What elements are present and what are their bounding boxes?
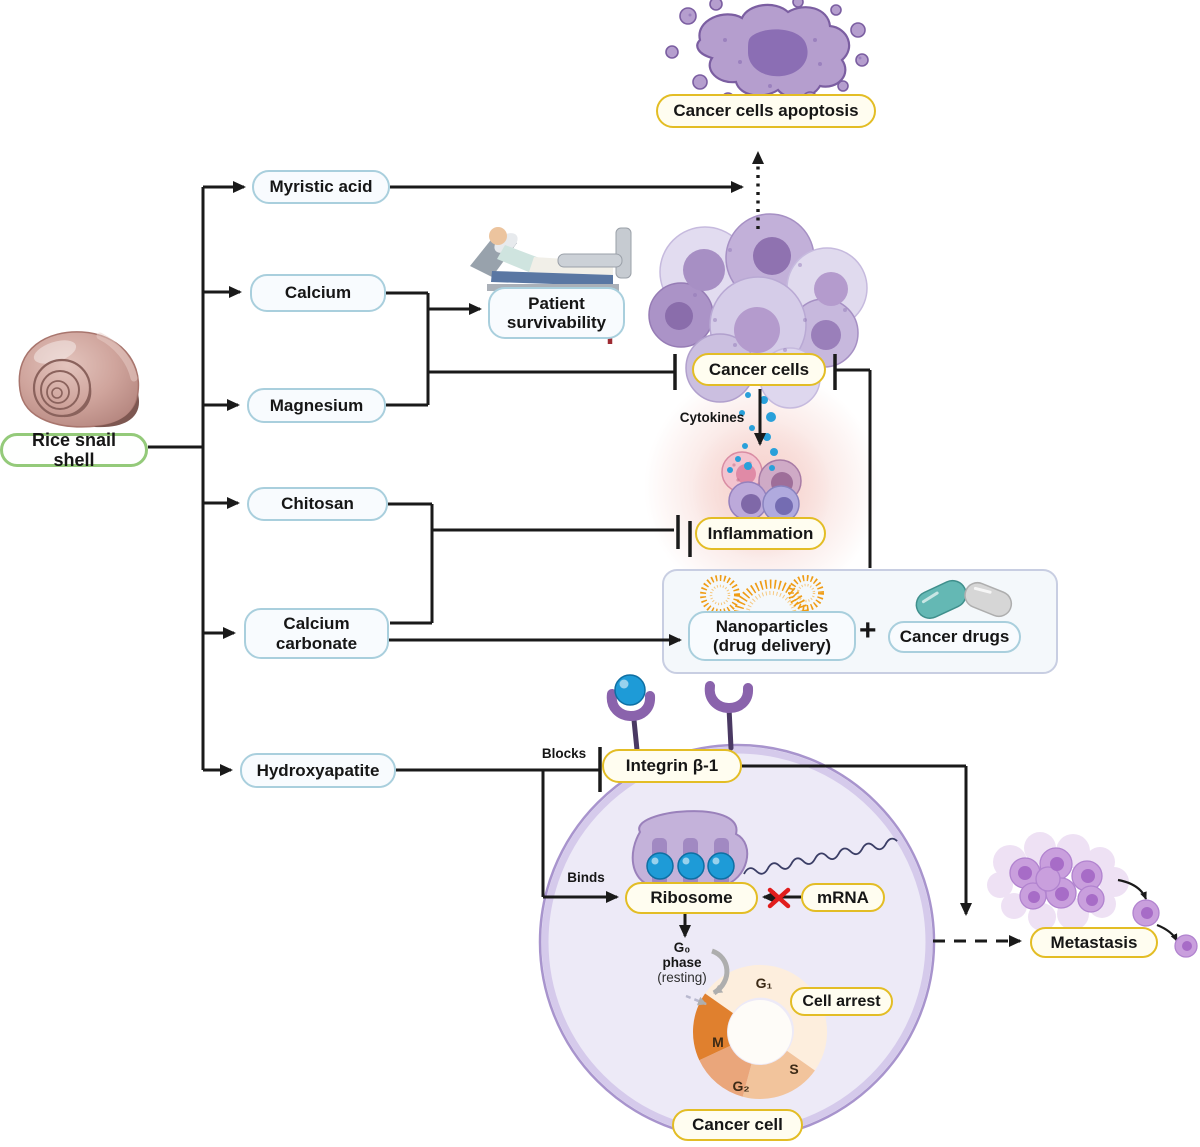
node-cancer-cells: Cancer cells <box>692 353 826 386</box>
node-integrin-b1: Integrin β-1 <box>602 749 742 783</box>
rice-snail-shell-illustration <box>18 331 140 428</box>
node-hydroxyapatite: Hydroxyapatite <box>240 753 396 788</box>
node-cell-arrest: Cell arrest <box>790 987 893 1016</box>
g0-exit-arrows <box>685 948 730 1006</box>
binds-label: Binds <box>567 870 605 885</box>
node-cancer-drugs: Cancer drugs <box>888 621 1021 653</box>
blocks-label: Blocks <box>541 746 587 761</box>
g0-line3: (resting) <box>657 969 707 985</box>
node-metastasis: Metastasis <box>1030 927 1158 958</box>
metastasis-cluster-illustration <box>987 832 1198 958</box>
g0-line2: phase <box>662 954 702 970</box>
phase-g2-label: G₂ <box>732 1078 750 1094</box>
node-calcium-carbonate: Calcium carbonate <box>244 608 389 659</box>
node-cancer-cell: Cancer cell <box>672 1109 803 1141</box>
g0-phase-label: G₀ phase (resting) <box>642 940 722 986</box>
mrna-strand-illustration <box>743 837 898 875</box>
node-magnesium: Magnesium <box>247 388 386 423</box>
nanoparticles-line1: Nanoparticles <box>715 616 829 636</box>
g0-line1: G₀ <box>673 940 691 955</box>
phase-s-label: S <box>789 1061 799 1077</box>
nanoparticles-line2: (drug delivery) <box>712 636 832 655</box>
node-mrna: mRNA <box>801 883 885 912</box>
node-calcium: Calcium <box>250 274 386 312</box>
immune-cells-illustration <box>721 451 802 523</box>
node-chitosan: Chitosan <box>247 487 388 521</box>
node-ribosome: Ribosome <box>625 882 758 914</box>
node-myristic-acid: Myristic acid <box>252 170 390 204</box>
plus-sign: + <box>859 614 877 647</box>
blocked-x-icon <box>767 887 791 909</box>
capsule-gray-icon <box>964 581 1013 618</box>
cytokine-dots <box>727 392 778 473</box>
phase-g1-label: G₁ <box>755 975 773 991</box>
node-nanoparticles: Nanoparticles (drug delivery) <box>688 611 856 661</box>
node-cancer-cells-apoptosis: Cancer cells apoptosis <box>656 94 876 128</box>
connector-lines <box>148 151 1022 947</box>
apoptotic-cell-illustration <box>665 0 869 110</box>
phase-m-label: M <box>712 1034 724 1050</box>
capsule-teal-icon <box>915 579 967 619</box>
cytokines-label: Cytokines <box>679 410 745 425</box>
node-patient-survivability: Patient survivability <box>488 287 625 339</box>
node-inflammation: Inflammation <box>695 517 826 550</box>
node-rice-snail-shell: Rice snail shell <box>0 430 148 470</box>
